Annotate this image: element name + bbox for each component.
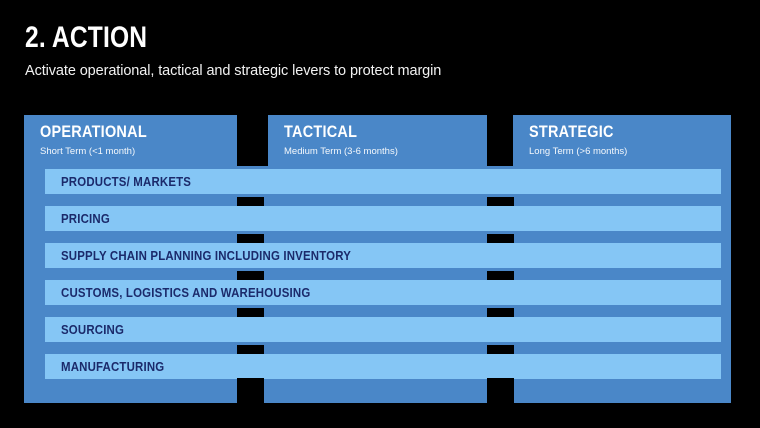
table-row[interactable]: SOURCING <box>45 317 721 342</box>
row-label: SUPPLY CHAIN PLANNING INCLUDING INVENTOR… <box>61 247 352 263</box>
levers-matrix: OPERATIONAL Short Term (<1 month) TACTIC… <box>24 115 731 403</box>
column-header-subtitle: Long Term (>6 months) <box>529 146 628 157</box>
table-row[interactable]: CUSTOMS, LOGISTICS AND WAREHOUSING <box>45 280 721 305</box>
row-label: PRICING <box>61 210 110 226</box>
row-label: PRODUCTS/ MARKETS <box>61 173 192 189</box>
column-header-title: STRATEGIC <box>529 122 614 141</box>
table-row[interactable]: MANUFACTURING <box>45 354 721 379</box>
column-header-title: OPERATIONAL <box>40 122 147 141</box>
row-label: CUSTOMS, LOGISTICS AND WAREHOUSING <box>61 284 311 300</box>
header-gutter-1 <box>237 115 268 166</box>
row-label: SOURCING <box>61 321 125 337</box>
page-subtitle: Activate operational, tactical and strat… <box>25 63 442 79</box>
column-header-title: TACTICAL <box>284 122 358 141</box>
matrix-rows: PRODUCTS/ MARKETS PRICING SUPPLY CHAIN P… <box>24 166 731 403</box>
bottom-gutter-2 <box>487 378 514 403</box>
column-header-tactical[interactable]: TACTICAL Medium Term (3-6 months) <box>268 115 487 166</box>
title-block: 2. ACTION Activate operational, tactical… <box>25 22 725 81</box>
bottom-gutter-1 <box>237 378 264 403</box>
matrix-header-row: OPERATIONAL Short Term (<1 month) TACTIC… <box>24 115 731 166</box>
row-label: MANUFACTURING <box>61 358 165 374</box>
table-row[interactable]: PRODUCTS/ MARKETS <box>45 169 721 194</box>
header-gutter-2 <box>487 115 513 166</box>
column-header-subtitle: Short Term (<1 month) <box>40 146 136 157</box>
table-row[interactable]: SUPPLY CHAIN PLANNING INCLUDING INVENTOR… <box>45 243 721 268</box>
column-header-operational[interactable]: OPERATIONAL Short Term (<1 month) <box>24 115 237 166</box>
column-header-subtitle: Medium Term (3-6 months) <box>284 146 398 157</box>
column-header-strategic[interactable]: STRATEGIC Long Term (>6 months) <box>513 115 731 166</box>
table-row[interactable]: PRICING <box>45 206 721 231</box>
page-title: 2. ACTION <box>25 21 148 54</box>
